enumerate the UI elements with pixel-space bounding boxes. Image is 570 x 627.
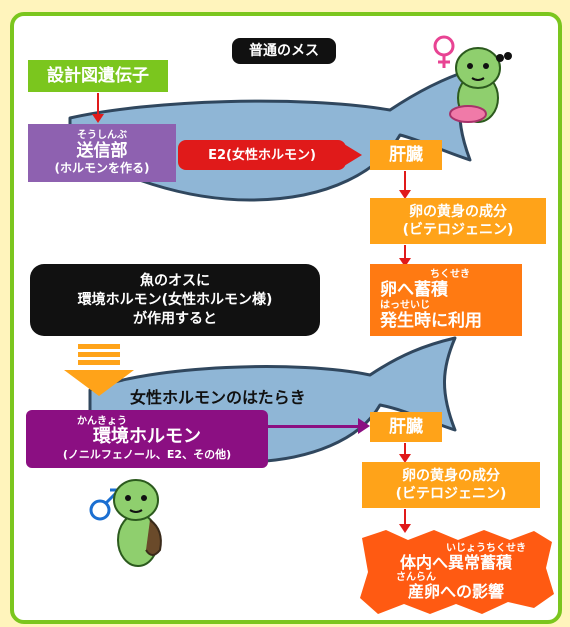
top-small-label: せっけいずいでんし <box>48 35 129 45</box>
arrow-yolk-to-abnormal <box>399 509 411 533</box>
arrow-gene-to-sender <box>92 93 104 123</box>
big-down-arrow <box>64 344 134 396</box>
abnormal-burst-shape <box>360 530 554 614</box>
arrow-liver-to-yolk-top <box>399 171 411 199</box>
e2-arrow-head <box>344 144 362 166</box>
env-arrow-line <box>268 425 362 428</box>
yolk-bottom-box: 卵の黄身の成分 (ビテロジェニン) <box>362 462 540 508</box>
arrow-yolk-to-storage <box>399 245 411 267</box>
title-normal-female: 普通のメス <box>232 38 336 64</box>
storage-box: ちくせき 卵へ蓄積 はっせいじ 発生時に利用 <box>370 264 522 336</box>
mid-title: 女性ホルモンのはたらき <box>130 388 306 407</box>
arrow-liver-to-yolk-bottom <box>399 443 411 463</box>
liver-bottom-box: 肝臓 <box>370 412 442 442</box>
yolk-top-box: 卵の黄身の成分 (ビテロジェニン) <box>370 198 546 244</box>
env-hormone-box: かんきょう 環境ホルモン (ノニルフェノール、E2、その他) <box>26 410 268 468</box>
sender-box: そうしんぶ 送信部 (ホルモンを作る) <box>28 124 176 182</box>
liver-top-box: 肝臓 <box>370 140 442 170</box>
e2-arrow-label: E2(女性ホルモン) <box>178 140 346 170</box>
abnormal-text: いじょうちくせき 体内へ異常蓄積 さんらん 産卵への影響 <box>396 543 526 601</box>
male-explanation-box: 魚のオスに 環境ホルモン(女性ホルモン様) が作用すると <box>30 264 320 336</box>
gene-box: 設計図遺伝子 <box>28 60 168 92</box>
env-arrow-head <box>358 418 370 434</box>
male-mascot-illustration <box>89 479 162 567</box>
female-mascot-illustration <box>433 35 512 123</box>
